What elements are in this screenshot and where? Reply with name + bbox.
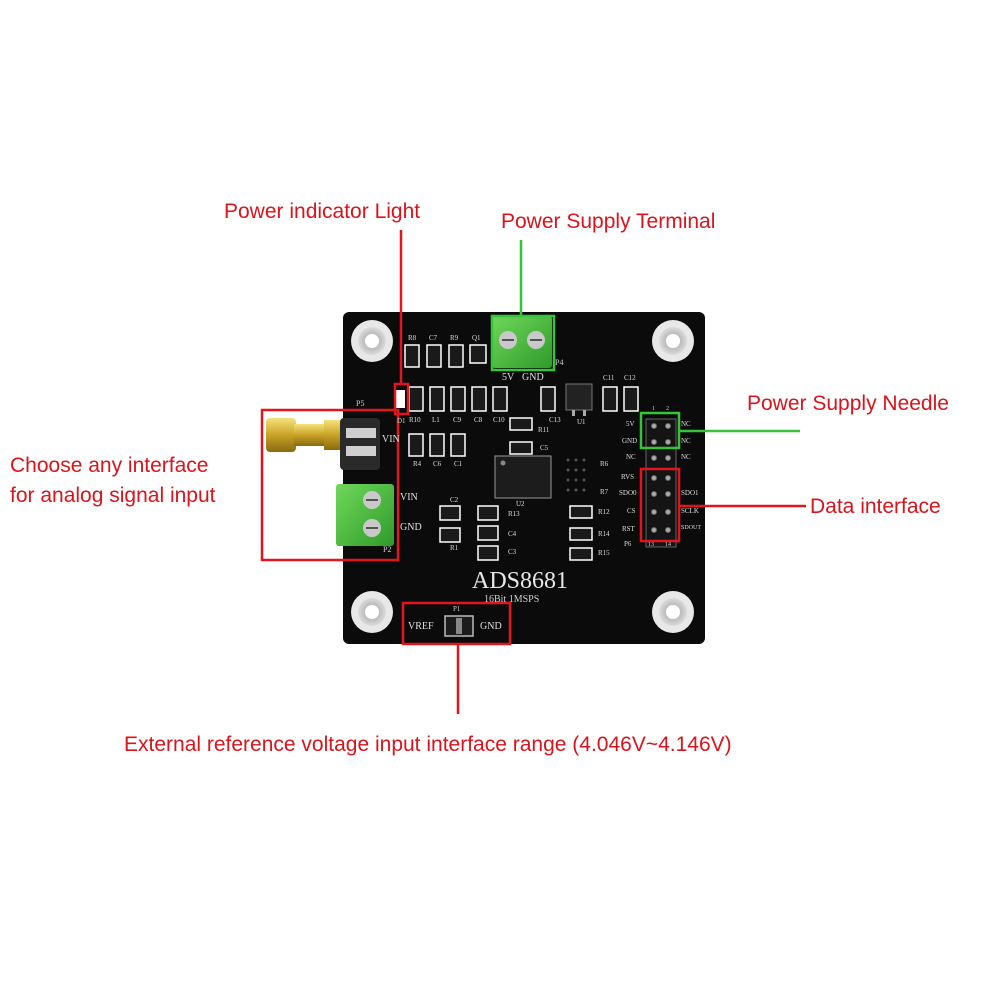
analog-input-terminal-block: [336, 484, 394, 546]
vref-jumper: [444, 615, 474, 637]
ref-c9: C9: [453, 416, 462, 424]
ref-r7: R7: [600, 488, 609, 496]
callout-power-terminal: Power Supply Terminal: [501, 210, 716, 233]
sma-connector: [266, 418, 380, 470]
chip-subtitle: 16Bit 1MSPS: [484, 594, 540, 605]
ref-l1: L1: [432, 416, 440, 424]
callout-analog-input-line2: for analog signal input: [10, 484, 216, 507]
ref-r9: R9: [450, 334, 459, 342]
ref-r11: R11: [538, 426, 550, 434]
ref-c3: C3: [508, 548, 517, 556]
label-d1: D1: [397, 417, 406, 425]
ref-u1: U1: [577, 418, 586, 426]
ref-c1: C1: [454, 460, 463, 468]
ref-q1: Q1: [472, 334, 481, 342]
header-top-num-1: 1: [652, 406, 655, 412]
via-dots: [566, 458, 586, 492]
header-right-nc-2: NC: [681, 437, 691, 445]
header-right-nc-1: NC: [681, 420, 691, 428]
ref-u2: U2: [516, 500, 525, 508]
mounting-hole-br: [652, 591, 694, 633]
ref-r1: R1: [450, 544, 459, 552]
header-left-cs: CS: [627, 507, 636, 515]
ref-r13: R13: [508, 510, 520, 518]
mounting-hole-tl: [351, 320, 393, 362]
ref-c5: C5: [540, 444, 549, 452]
terminal-label-gnd: GND: [522, 372, 544, 383]
mounting-hole-bl: [351, 591, 393, 633]
label-gnd: GND: [400, 522, 422, 533]
header-left-5v: 5V: [626, 420, 635, 428]
vref-header-id: P1: [453, 605, 461, 613]
ref-r12: R12: [598, 508, 610, 516]
header-left-nc: NC: [626, 453, 636, 461]
ref-c4: C4: [508, 530, 517, 538]
ref-c2: C2: [450, 496, 459, 504]
header-right-sdout: SDOUT: [681, 525, 702, 531]
vref-gnd-label: GND: [480, 621, 502, 632]
label-p5: P5: [356, 399, 365, 408]
ref-r8: R8: [408, 334, 417, 342]
regulator-u1: [565, 383, 593, 416]
callout-data-interface: Data interface: [810, 495, 941, 518]
ref-r10: R10: [409, 416, 421, 424]
header-left-gnd: GND: [622, 437, 638, 445]
power-terminal-box: [490, 314, 556, 372]
smd-components: [404, 344, 639, 561]
power-supply-terminal-block: [492, 316, 552, 368]
label-vin: VIN: [400, 492, 418, 503]
header-right-nc-3: NC: [681, 453, 691, 461]
callout-analog-input-line1: Choose any interface: [10, 454, 209, 477]
ref-c12: C12: [624, 374, 636, 382]
callout-power-indicator: Power indicator Light: [224, 200, 421, 223]
header-bottom-num-13: 13: [648, 542, 654, 548]
header-left-rvs: RVS: [621, 473, 635, 481]
ref-c11: C11: [603, 374, 615, 382]
header-left-rst: RST: [622, 525, 635, 533]
callout-vref: External reference voltage input interfa…: [124, 733, 732, 756]
terminal-id: P4: [555, 358, 564, 367]
header-id: P6: [624, 540, 632, 548]
label-vin-top: VIN: [382, 434, 400, 445]
header-right-sclk: SCLK: [681, 507, 699, 515]
ref-c13: C13: [549, 416, 561, 424]
callout-power-needle: Power Supply Needle: [747, 392, 949, 415]
header-left-sdo0: SDO0: [619, 489, 637, 497]
ref-c8: C8: [474, 416, 483, 424]
power-indicator-led: [396, 390, 405, 408]
header-top-num-2: 2: [666, 406, 669, 412]
terminal-label-5v: 5V: [502, 372, 515, 383]
label-p2: P2: [383, 545, 392, 554]
ref-r6: R6: [600, 460, 609, 468]
header-bottom-num-14: 14: [665, 542, 671, 548]
adc-chip-u2: [494, 455, 552, 499]
ref-r14: R14: [598, 530, 610, 538]
pin-header: [645, 418, 677, 548]
chip-title: ADS8681: [472, 568, 569, 594]
ref-c7: C7: [429, 334, 438, 342]
ref-c10: C10: [493, 416, 505, 424]
analog-input-box: [260, 408, 400, 562]
vref-box: [401, 601, 512, 646]
ref-r15: R15: [598, 549, 610, 557]
header-right-sdo1: SDO1: [681, 489, 699, 497]
vref-label: VREF: [408, 621, 434, 632]
mounting-hole-tr: [652, 320, 694, 362]
ref-c6: C6: [433, 460, 442, 468]
ref-r4: R4: [413, 460, 422, 468]
